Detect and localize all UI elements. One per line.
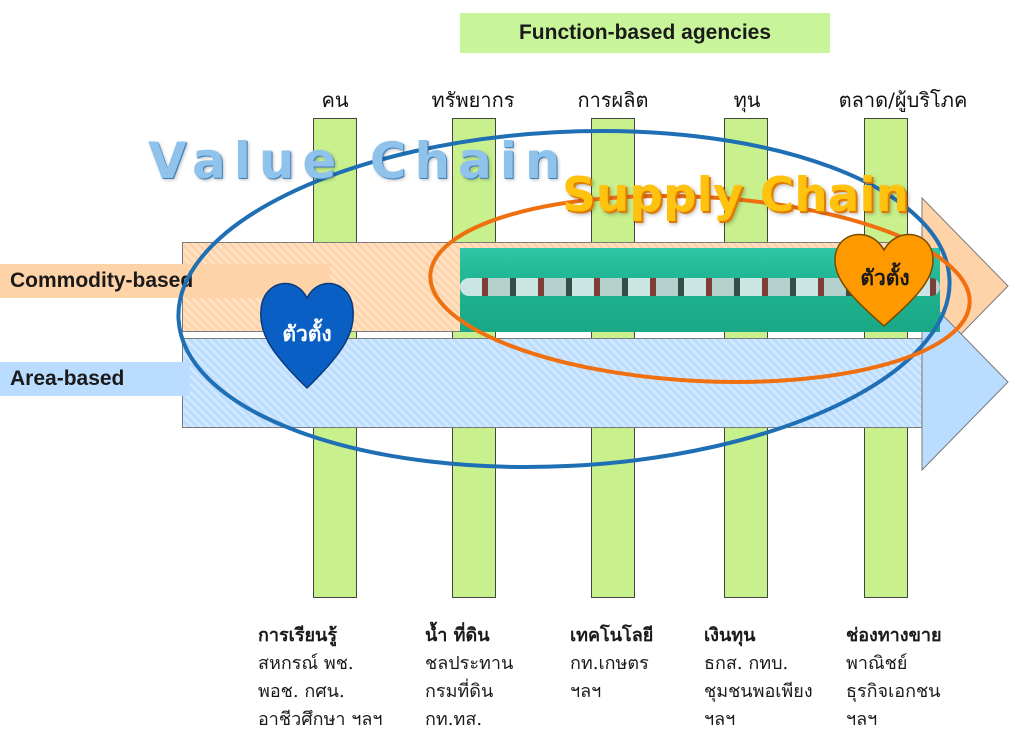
column-foot-market: ช่องทางขาย พาณิชย์ ธุรกิจเอกชน ฯลฯ (846, 622, 996, 734)
heart-blue-label: ตัวตั้ง (282, 321, 332, 346)
foot-title-capital: เงินทุน (704, 625, 756, 646)
foot-line: ฯลฯ (704, 709, 736, 730)
heart-orange-label: ตัวตั้ง (860, 265, 910, 290)
foot-line: ธกส. กทบ. (704, 653, 789, 674)
column-head-people: คน (321, 88, 349, 112)
column-foot-production: เทคโนโลยี กท.เกษตร ฯลฯ (570, 622, 720, 706)
foot-line: ธุรกิจเอกชน (846, 681, 941, 702)
column-foot-resources: น้ำ ที่ดิน ชลประทาน กรมที่ดิน กท.ทส. (425, 622, 575, 734)
foot-title-resources: น้ำ ที่ดิน (425, 625, 490, 646)
value-chain-title: Value Chain (148, 132, 569, 190)
supply-chain-title: Supply Chain (562, 168, 909, 223)
commodity-label: Commodity-based (0, 264, 330, 298)
foot-title-production: เทคโนโลยี (570, 625, 654, 646)
foot-title-people: การเรียนรู้ (258, 625, 338, 646)
area-band (182, 338, 924, 428)
column-head-market: ตลาด/ผู้บริโภค (838, 88, 968, 112)
area-label: Area-based (0, 362, 190, 396)
foot-line: ฯลฯ (570, 681, 602, 702)
foot-line: กท.ทส. (425, 709, 483, 730)
foot-line: ชุมชนพอเพียง (704, 681, 813, 702)
function-agencies-title: Function-based agencies (460, 13, 830, 53)
foot-line: ชลประทาน (425, 653, 514, 674)
column-head-capital: ทุน (733, 88, 761, 112)
foot-line: พาณิชย์ (846, 653, 908, 674)
foot-line: พอช. กศน. (258, 681, 345, 702)
foot-line: สหกรณ์ พช. (258, 653, 354, 674)
foot-title-market: ช่องทางขาย (846, 625, 942, 646)
column-foot-people: การเรียนรู้ สหกรณ์ พช. พอช. กศน. อาชีวศึ… (258, 622, 408, 734)
foot-line: กรมที่ดิน (425, 681, 494, 702)
column-head-production: การผลิต (577, 88, 649, 112)
foot-line: กท.เกษตร (570, 653, 649, 674)
column-foot-capital: เงินทุน ธกส. กทบ. ชุมชนพอเพียง ฯลฯ (704, 622, 854, 734)
foot-line: อาชีวศึกษา ฯลฯ (258, 709, 383, 730)
column-head-resources: ทรัพยากร (431, 88, 515, 112)
foot-line: ฯลฯ (846, 709, 878, 730)
